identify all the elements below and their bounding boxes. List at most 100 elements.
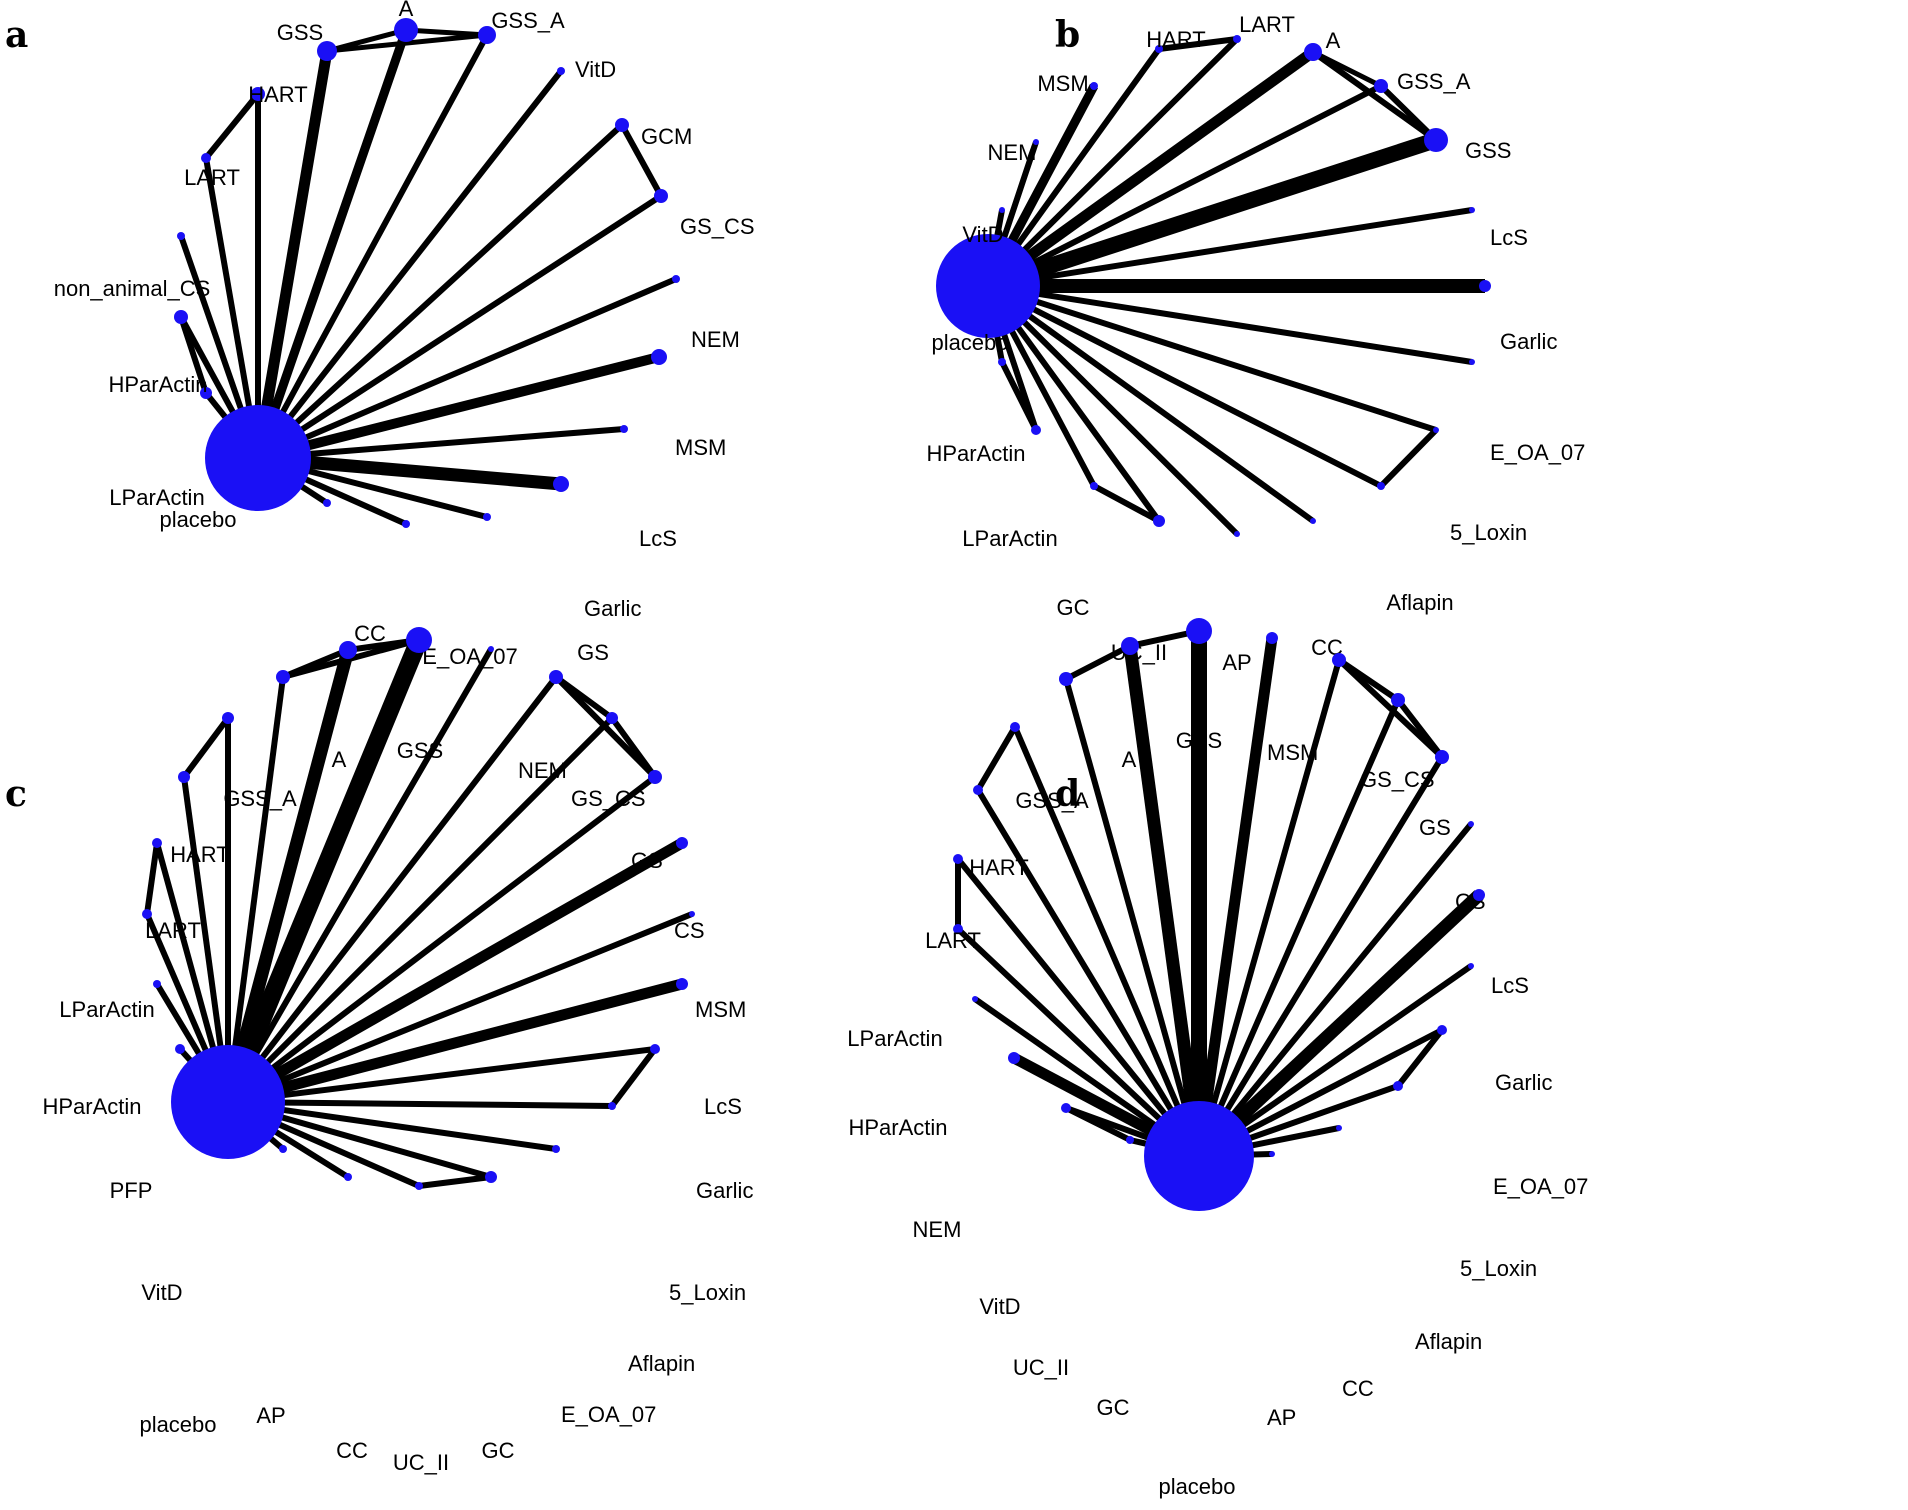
edge-placebo-vitd [255,69,564,460]
node-lparactin [152,838,162,848]
edge-placebo-hparactin [955,926,1202,1159]
node-gss [317,41,337,61]
node-e-oa-07 [402,520,410,528]
edge-gc-uc-ii [1064,1105,1132,1143]
node-label-lcs: LcS [1490,225,1528,250]
node-label-a: A [1326,28,1341,53]
edge-hparactin-lparactin [178,316,209,394]
edge-lparactin-hparactin [144,842,160,915]
node-label-lcs: LcS [1491,973,1529,998]
node-non-animal-cs [177,232,185,240]
node-label-hparactin: HParActin [42,1094,141,1119]
node-label-placebo: placebo [931,330,1008,355]
node-cc [323,499,331,507]
node-msm [651,349,667,365]
edge-uc-ii-gc [418,1174,492,1189]
node-label-ap: AP [1267,1405,1296,1430]
node-label-lart: LART [925,928,981,953]
node-label-hart: HART [1146,27,1206,52]
node-gs-cs [549,670,563,684]
node-lart [178,771,190,783]
node-a [1304,43,1322,61]
edge-placebo-aflapin [227,1099,613,1109]
node-label-garlic: Garlic [1495,1070,1552,1095]
node-uc-ii [1153,515,1165,527]
node-aflapin [1377,482,1385,490]
edge-placebo-gss [252,50,333,459]
node-garlic [553,476,569,492]
edge-placebo-e-oa-07 [1197,963,1473,1159]
node-label-a: A [399,0,414,21]
edge-placebo-garlic [1194,890,1484,1161]
node-label-non-animal-cs: non_animal_CS [54,276,211,301]
node-msm [1266,632,1278,644]
node-gc [1090,482,1098,490]
node-label-uc-ii: UC_II [1013,1355,1069,1380]
node-label-garlic: Garlic [696,1178,753,1203]
edge-placebo-nem [256,276,678,461]
node-5-loxin [1433,427,1439,433]
node-label-nem: NEM [518,758,567,783]
edge-placebo-garlic [226,978,684,1108]
node-label-aflapin: Aflapin [1415,1329,1482,1354]
node-label-nem: NEM [691,327,740,352]
edge-5-loxin-aflapin [1395,1028,1445,1088]
edge-5-loxin-aflapin [609,1047,658,1108]
edge-5-loxin-aflapin [1378,427,1439,489]
edge-placebo-lcs [257,426,625,461]
node-lcs [1469,207,1475,213]
edge-placebo-gss-a [986,83,1383,289]
node-label-gs-cs: GS_CS [680,214,755,239]
node-label-lcs: LcS [704,1094,742,1119]
node-label-gs: GS [577,640,609,665]
edge-gss-a-gss [1378,83,1439,143]
node-cs [1435,750,1449,764]
node-label-uc-ii: UC_II [393,1450,449,1475]
node-label-nem: NEM [988,140,1037,165]
edge-placebo-msm [256,352,661,463]
edge-hart-lart [1158,36,1238,52]
node-cc [1310,518,1316,524]
edge-gs-cs [1395,698,1445,759]
edge-placebo-gs-cs [1196,659,1342,1157]
node-gss [406,627,432,653]
node-label-gss-a: GSS_A [1397,69,1471,94]
node-label-cs: CS [674,918,705,943]
node-gss-a [478,26,496,44]
edge-gss-gss-a [326,32,488,54]
node-lparactin [200,387,212,399]
node-label-e-oa-07: E_OA_07 [1493,1174,1588,1199]
node-uc-ii [415,1182,423,1190]
edge-gss-a-a [1064,643,1132,682]
edge-placebo-aflapin [986,283,1383,489]
node-label-gss: GSS [397,738,443,763]
edge-placebo-lcs [987,207,1473,289]
node-label-hart: HART [248,82,308,107]
node-label-gss: GSS [277,20,323,45]
node-vitd [1008,1052,1020,1064]
node-label-gcm: GCM [641,124,692,149]
node-lart [201,153,211,163]
node-gss-a [276,670,290,684]
node-gc [1126,1136,1134,1144]
node-gss [1424,128,1448,152]
node-cc [344,1173,352,1181]
node-hart [1010,722,1020,732]
edge-placebo-gss-a [255,33,490,460]
edge-placebo-gs [225,715,615,1105]
edge-placebo-5-loxin [227,1046,656,1105]
node-label-cc: CC [336,1438,368,1463]
edge-placebo-gs-cs [225,675,559,1104]
node-vitd [175,1044,185,1054]
node-label-gs-cs: GS_CS [571,786,646,811]
edge-gs-cs-cs [1336,657,1445,760]
node-label-e-oa-07: E_OA_07 [1490,440,1585,465]
node-garlic [1473,889,1485,901]
node-label-lcs: LcS [639,526,677,551]
